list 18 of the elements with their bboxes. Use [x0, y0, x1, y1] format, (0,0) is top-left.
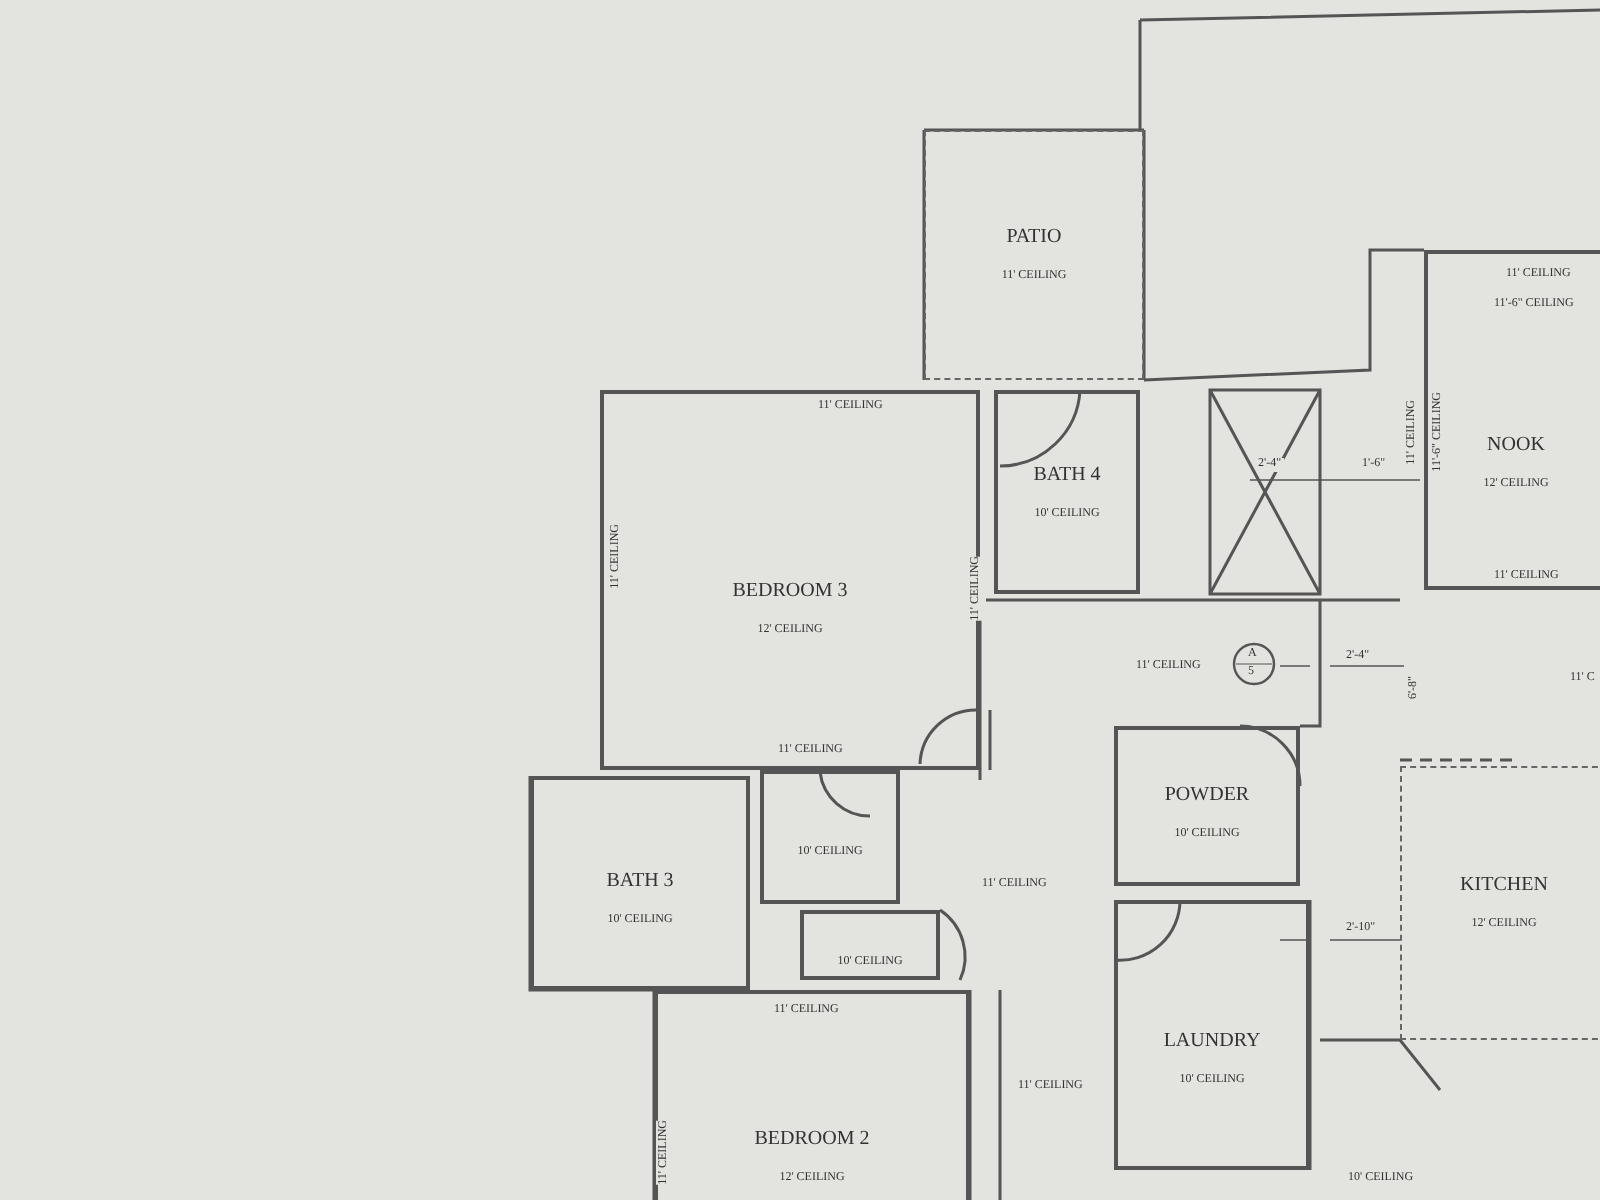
room-name: NOOK [1487, 434, 1545, 456]
room-name: POWDER [1164, 784, 1250, 806]
room-outline [1400, 766, 1600, 1040]
room-name: BATH 3 [606, 870, 674, 892]
room-name: PATIO [1006, 226, 1062, 248]
room-outline [924, 130, 1144, 380]
room-name: KITCHEN [1460, 874, 1548, 896]
room-walls [760, 770, 900, 904]
room-name: LAUNDRY [1163, 1030, 1261, 1052]
room-walls [600, 390, 980, 770]
room-name: BEDROOM 3 [732, 580, 848, 602]
room-walls [800, 910, 940, 980]
room-walls [1114, 726, 1300, 886]
room-walls [1114, 900, 1310, 1170]
room-name: BEDROOM 2 [754, 1128, 870, 1150]
room-name: BATH 4 [1033, 464, 1101, 486]
room-walls [530, 776, 750, 990]
room-walls [994, 390, 1140, 594]
